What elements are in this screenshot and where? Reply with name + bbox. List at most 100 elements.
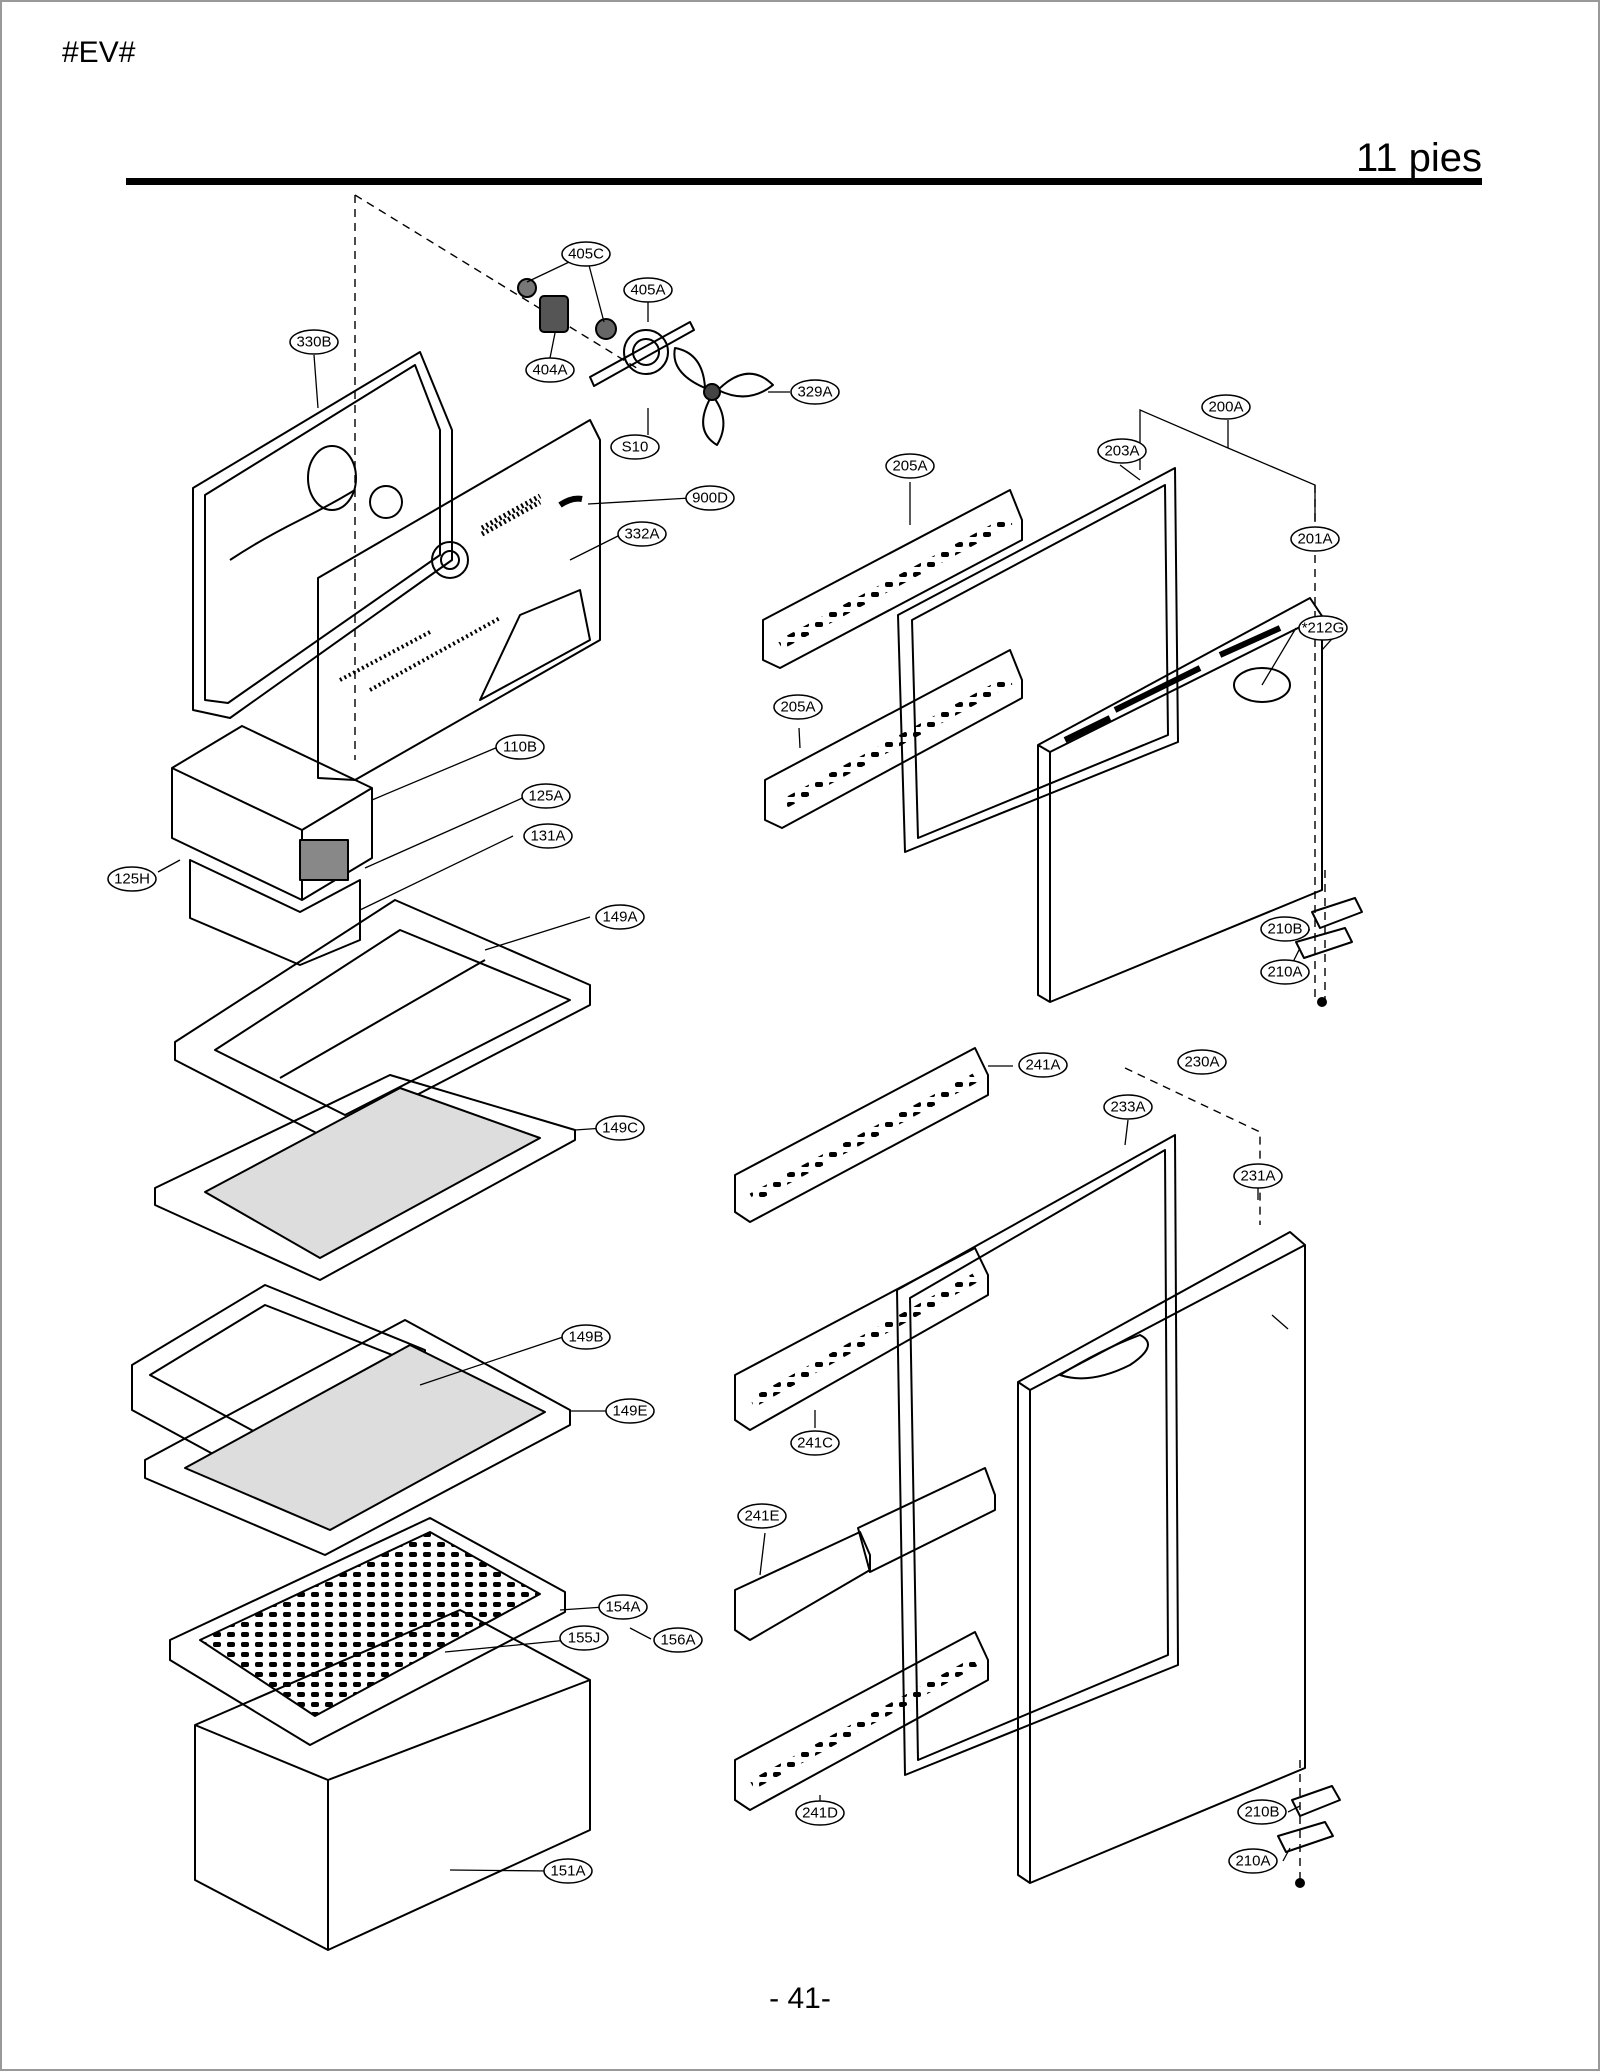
freezer-door-basket-top (762, 489, 1023, 669)
callout-210a-bot: 210A (1228, 1848, 1278, 1874)
callout-212g: *212G (1298, 615, 1348, 641)
callout-154a: 154A (598, 1594, 648, 1620)
callout-text: 233A (1110, 1099, 1145, 1116)
callout-241e: 241E (737, 1503, 787, 1529)
callout-text: 231A (1240, 1168, 1275, 1185)
page-title: 11 pies (1355, 136, 1482, 180)
callout-241d: 241D (795, 1800, 845, 1826)
refrigerator-door-basket-241D (734, 1631, 989, 1811)
callout-156a: 156A (653, 1627, 703, 1653)
hinge-bottom (1277, 1785, 1341, 1888)
assembly-dashed-lines (354, 194, 1326, 1880)
egg-tray-241E (734, 1467, 996, 1641)
model-code: #EV# (62, 36, 136, 69)
callout-151a: 151A (543, 1858, 593, 1884)
callout-text: 149C (602, 1120, 638, 1137)
callout-131a: 131A (523, 823, 573, 849)
callout-210b-bot: 210B (1237, 1799, 1287, 1825)
header-rule (126, 178, 1482, 185)
callout-200a: 200A (1201, 394, 1251, 420)
callout-text: 900D (692, 490, 728, 507)
callout-330b: 330B (289, 329, 339, 355)
callout-text: 154A (605, 1599, 640, 1616)
callout-text: 405C (568, 246, 604, 263)
callout-230a: 230A (1177, 1049, 1227, 1075)
callout-149b: 149B (561, 1324, 611, 1350)
hinge-top (1295, 897, 1363, 1007)
callout-text: 210B (1267, 921, 1302, 938)
callout-text: 131A (530, 828, 565, 845)
callout-233a: 233A (1103, 1094, 1153, 1120)
callout-149c: 149C (595, 1115, 645, 1141)
freezer-door-gasket (897, 467, 1179, 853)
callout-241a: 241A (1018, 1052, 1068, 1078)
callout-201a: 201A (1290, 526, 1340, 552)
callout-text: 203A (1104, 443, 1139, 460)
ice-tray-assembly (171, 725, 373, 966)
callout-text: 241E (744, 1508, 779, 1525)
callout-405c: 405C (561, 241, 611, 267)
callout-text: 110B (503, 739, 537, 756)
page-number: - 41- (769, 1982, 831, 2015)
callout-125a: 125A (521, 783, 571, 809)
callout-text: 405A (630, 282, 665, 299)
vegetable-crisper-151A (194, 1609, 591, 1951)
refrigerator-door-basket-241A (734, 1047, 989, 1223)
refrigerator-door-gasket (896, 1134, 1179, 1776)
callout-203a: 203A (1097, 438, 1147, 464)
callout-text: 205A (892, 458, 927, 475)
callout-text: 230A (1184, 1054, 1219, 1071)
callout-210b-top: 210B (1260, 916, 1310, 942)
callout-205a-bot: 205A (773, 694, 823, 720)
callout-149a: 149A (595, 904, 645, 930)
callout-text: 149B (568, 1329, 603, 1346)
callout-205a-top: 205A (885, 453, 935, 479)
freezer-door-basket-bottom (764, 649, 1023, 829)
freezer-shelf-149C (154, 1074, 576, 1281)
refrigerator-door (1017, 1231, 1306, 1884)
callout-900d: 900D (685, 485, 735, 511)
evaporator-cover (192, 351, 453, 719)
vegetable-cover-154A (169, 1517, 566, 1746)
callout-text: 156A (660, 1632, 695, 1649)
callout-210a-top: 210A (1260, 959, 1310, 985)
callout-231a: 231A (1233, 1163, 1283, 1189)
callout-125h: 125H (107, 866, 157, 892)
callout-text: 149E (612, 1403, 647, 1420)
callout-text: 149A (602, 909, 637, 926)
callout-241c: 241C (790, 1430, 840, 1456)
callout-text: 241C (797, 1435, 833, 1452)
callout-149e: 149E (605, 1398, 655, 1424)
refrigerator-shelf-149E (144, 1319, 571, 1556)
freezer-door (1037, 597, 1323, 1003)
callout-110b: 110B (495, 734, 545, 760)
callout-332a: 332A (617, 521, 667, 547)
callout-329a: 329A (790, 379, 840, 405)
callout-text: 210B (1244, 1804, 1279, 1821)
callout-text: 155J (568, 1630, 601, 1647)
callout-text: 200A (1208, 399, 1243, 416)
back-cover-panel (317, 419, 601, 781)
callout-text: 210A (1235, 1853, 1270, 1870)
callout-text: S10 (622, 439, 649, 456)
callout-text: 329A (797, 384, 832, 401)
callout-labels: 405C 405A 404A 330B 329A S10 900D 332A 205A 205A 2… (107, 241, 1348, 1884)
callout-405a: 405A (623, 277, 673, 303)
callout-text: 330B (296, 334, 331, 351)
callout-text: 404A (532, 362, 567, 379)
callout-text: 125A (528, 788, 563, 805)
callout-s10: S10 (610, 434, 660, 460)
callout-text: 241D (802, 1805, 838, 1822)
callout-text: 201A (1297, 531, 1332, 548)
callout-text: 241A (1025, 1057, 1060, 1074)
fan-motor-assembly (517, 278, 774, 446)
refrigerator-door-basket-241C (734, 1247, 989, 1431)
freezer-shelf-149A (174, 899, 591, 1141)
callout-404a: 404A (525, 357, 575, 383)
callout-155j: 155J (559, 1625, 609, 1651)
callout-text: *212G (1302, 620, 1345, 637)
callout-text: 332A (624, 526, 659, 543)
